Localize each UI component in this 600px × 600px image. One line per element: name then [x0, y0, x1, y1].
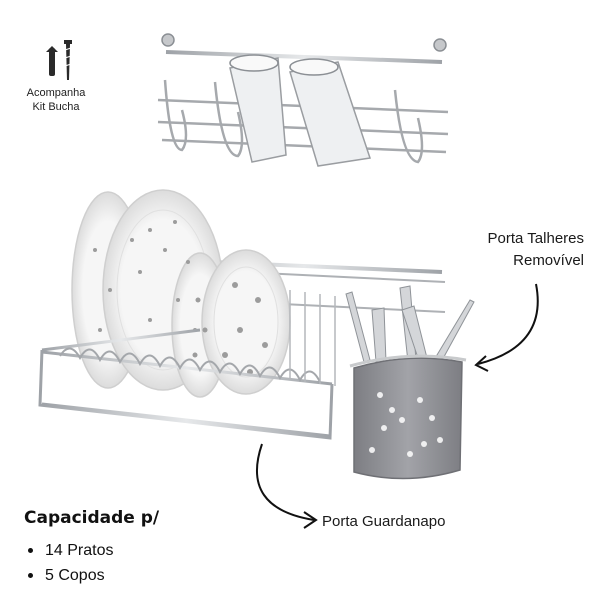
- wall-mount-hook: [433, 38, 447, 52]
- screw-and-dowel-icon: [46, 40, 72, 80]
- plate: [201, 249, 291, 395]
- capacity-list: 14 Pratos 5 Copos: [28, 538, 113, 588]
- plate-divider-wires: [59, 347, 321, 383]
- kit-label-line1: Acompanha: [26, 87, 86, 99]
- plate-pattern: [93, 220, 268, 375]
- capacity-item: 5 Copos: [28, 563, 113, 588]
- callout-arrow-napkin: [256, 443, 318, 529]
- cutlery: [345, 285, 475, 365]
- callout-cutlery-holder: Porta Talheres Removível: [488, 228, 584, 272]
- callout-cutlery-line2: Removível: [513, 252, 584, 269]
- callout-cutlery-line1: Porta Talheres: [487, 230, 584, 247]
- glass: [229, 54, 287, 163]
- capacity-title: Capacidade p/: [24, 508, 160, 528]
- bullet-icon: [28, 548, 33, 553]
- capacity-item: 14 Pratos: [28, 538, 113, 563]
- drip-tray: [38, 328, 334, 440]
- capacity-item-text: 5 Copos: [45, 567, 105, 584]
- glass: [289, 58, 371, 167]
- shelf-rods: [289, 290, 336, 386]
- kit-label: Acompanha Kit Bucha: [14, 86, 98, 114]
- callout-napkin-label: Porta Guardanapo: [322, 513, 446, 530]
- kit-label-line2: Kit Bucha: [32, 101, 80, 113]
- cutlery-holder: [349, 354, 467, 480]
- callout-napkin-holder: Porta Guardanapo: [322, 511, 445, 533]
- capacity-item-text: 14 Pratos: [45, 542, 114, 559]
- bullet-icon: [28, 573, 33, 578]
- callout-arrow-cutlery: [474, 283, 539, 372]
- wall-mount-hook: [161, 33, 175, 47]
